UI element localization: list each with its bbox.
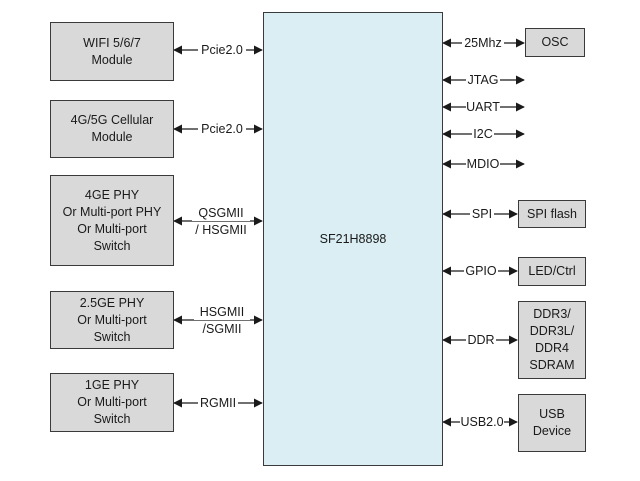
wifi-module-block: WIFI 5/6/7 Module (50, 22, 174, 81)
soc-chip-block: SF21H8898 (263, 12, 443, 466)
jtag-bus-label: JTAG (466, 72, 500, 88)
4ge-phy-line-1: 4GE PHY (84, 187, 140, 202)
led-ctrl-block: LED/Ctrl (518, 257, 586, 286)
cellular-bus-label: Pcie2.0 (198, 121, 246, 137)
usb-device-line-2: Device (532, 424, 572, 438)
led-ctrl-label: LED/Ctrl (528, 264, 576, 278)
ddr-line-4: SDRAM (529, 358, 575, 372)
ddr-sdram-block: DDR3/ DDR3L/ DDR4 SDRAM (518, 301, 586, 379)
25ge-bus-label-2: /SGMII (194, 321, 250, 337)
4ge-phy-block: 4GE PHY Or Multi-port PHY Or Multi-port … (50, 175, 174, 266)
4ge-phy-line-3: Or Multi-port (77, 221, 147, 236)
cellular-module-line-2: Module (91, 130, 133, 144)
4ge-bus-label-1: QSGMII (192, 205, 250, 221)
25ge-phy-line-3: Switch (93, 329, 131, 344)
mdio-bus-label: MDIO (466, 156, 500, 172)
cellular-module-block: 4G/5G Cellular Module (50, 100, 174, 158)
spi-flash-block: SPI flash (518, 200, 586, 228)
4ge-bus-label-2: / HSGMII (188, 222, 254, 238)
ddr-line-3: DDR4 (534, 341, 570, 355)
wifi-module-line-2: Module (91, 52, 133, 67)
25ge-phy-block: 2.5GE PHY Or Multi-port Switch (50, 291, 174, 349)
spi-bus-label: SPI (470, 206, 494, 222)
1ge-phy-line-1: 1GE PHY (84, 378, 140, 392)
usb-device-block: USB Device (518, 394, 586, 452)
osc-label: OSC (541, 35, 569, 49)
gpio-bus-label: GPIO (464, 263, 498, 279)
usb-device-line-1: USB (539, 407, 565, 421)
cellular-module-line-1: 4G/5G Cellular (70, 113, 154, 127)
usb-bus-label: USB2.0 (460, 414, 504, 430)
wifi-bus-label: Pcie2.0 (198, 42, 246, 58)
ddr-bus-label: DDR (466, 332, 496, 348)
25ge-phy-line-1: 2.5GE PHY (79, 295, 145, 310)
25ge-phy-line-2: Or Multi-port (77, 312, 147, 327)
ddr-line-1: DDR3/ (533, 307, 571, 321)
1ge-bus-label: RGMII (198, 395, 238, 411)
1ge-phy-block: 1GE PHY Or Multi-port Switch (50, 373, 174, 432)
uart-bus-label: UART (466, 99, 500, 115)
4ge-phy-line-2: Or Multi-port PHY (62, 204, 162, 219)
wifi-module-line-1: WIFI 5/6/7 (83, 35, 141, 50)
25ge-bus-label-1: HSGMII (194, 304, 250, 320)
soc-chip-name: SF21H8898 (319, 231, 387, 246)
1ge-phy-line-2: Or Multi-port (77, 395, 147, 409)
i2c-bus-label: I2C (472, 126, 494, 142)
spi-flash-label: SPI flash (526, 206, 578, 221)
osc-block: OSC (525, 28, 585, 57)
1ge-phy-line-3: Switch (93, 412, 131, 426)
osc-bus-label: 25Mhz (462, 35, 504, 51)
4ge-phy-line-4: Switch (93, 238, 131, 253)
ddr-line-2: DDR3L/ (529, 324, 575, 338)
